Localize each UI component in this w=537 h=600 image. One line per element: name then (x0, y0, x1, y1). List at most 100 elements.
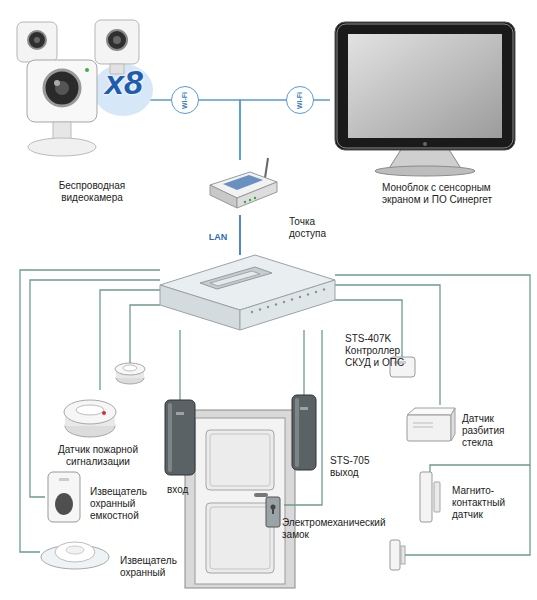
connector-wire (240, 100, 330, 160)
device-part (64, 400, 116, 424)
device-part (113, 36, 121, 44)
device-part (240, 280, 335, 330)
device-part (66, 546, 84, 554)
connector-wire (239, 215, 241, 255)
device-part (315, 291, 317, 293)
device-part (275, 303, 277, 305)
device-part (53, 122, 71, 140)
controller-box: STS-407K Контроллер СКУД и ОПС (160, 255, 335, 330)
device-part (299, 296, 301, 298)
wifi-label: Wi-Fi (296, 91, 303, 108)
device-part (413, 423, 433, 424)
device-illustration (262, 495, 284, 530)
connector-wire (284, 330, 322, 505)
device-part (17, 22, 57, 62)
device-part (295, 398, 299, 467)
device-part (451, 408, 455, 441)
device-part (272, 508, 274, 514)
device-label: Датчик разбития стекла (462, 413, 522, 449)
device-part (54, 80, 60, 86)
device-part (102, 411, 106, 415)
device-part (307, 293, 309, 295)
device-part (423, 142, 427, 146)
device-part (160, 285, 240, 330)
device-part (434, 482, 440, 512)
wifi-badge: Wi-Fi (286, 86, 314, 114)
device-part (55, 81, 69, 95)
device-part (407, 415, 451, 441)
link-label-box: LAN (206, 230, 230, 244)
device-part (375, 166, 475, 176)
device-part (85, 68, 89, 72)
device-illustration (405, 405, 455, 443)
device-part (420, 472, 432, 522)
wifi-label: Wi-Fi (181, 91, 188, 108)
device-label: вход (167, 484, 207, 496)
entry-reader: вход (163, 400, 197, 475)
device-part (291, 298, 293, 300)
device-part (300, 407, 308, 410)
device-part (249, 199, 251, 201)
device-label: Магнито-контактный датчик (452, 485, 516, 521)
device-part (335, 22, 515, 150)
device-part (337, 24, 513, 148)
device-part (265, 158, 268, 178)
electromechanical-lock: Электромеханический замок (262, 495, 284, 530)
quantity-badge: x8 (91, 64, 157, 100)
exit-reader: STS-705 выход (290, 395, 318, 470)
door-illustration (185, 410, 295, 588)
device-part (34, 37, 40, 43)
device-label: Беспроводная видеокамера (37, 180, 147, 204)
device-illustration (290, 395, 318, 470)
device-illustration (45, 470, 83, 525)
device-part (348, 34, 502, 138)
device-part (165, 400, 195, 475)
device-part (267, 306, 269, 308)
device-label: STS-407K Контроллер СКУД и ОПС (345, 333, 409, 369)
wireless-camera: x8Беспроводная видеокамера (15, 20, 150, 170)
touch-monoblock: Моноблок с сенсорным экраном и ПО Синерг… (330, 20, 520, 180)
device-part (210, 185, 237, 208)
device-illustration (62, 390, 118, 440)
device-part (323, 288, 325, 290)
device-part (28, 31, 46, 49)
device-label: Моноблок с сенсорным экраном и ПО Синерг… (382, 182, 500, 206)
connector-wire (20, 270, 160, 552)
connector-wire (303, 330, 304, 395)
device-part (28, 138, 96, 156)
device-illustration (40, 535, 110, 570)
capacitive-detector: Извещатель охранный емкостной (45, 470, 83, 525)
wire (405, 465, 530, 555)
device-part (292, 395, 316, 470)
device-part (168, 403, 172, 472)
device-part (200, 267, 272, 289)
decor-wires (130, 300, 530, 555)
connector-wire (335, 285, 440, 405)
device-illustration (163, 400, 197, 475)
device-label: Датчик пожарной сигнализации (48, 444, 148, 468)
wifi-badge: Wi-Fi (171, 86, 199, 114)
device-part (259, 308, 261, 310)
device-part (48, 472, 80, 522)
device-part (254, 197, 256, 199)
device-illustration (205, 160, 280, 215)
glass-break-sensor: Датчик разбития стекла (405, 405, 455, 443)
device-label: Точка доступа (289, 216, 341, 240)
device-part (413, 427, 433, 428)
wire (130, 305, 160, 363)
device-part (27, 60, 97, 122)
device-part (44, 70, 80, 106)
device-part (176, 412, 184, 415)
device-part (55, 542, 95, 562)
device-illustration (330, 20, 520, 180)
device-illustration (418, 472, 442, 522)
device-part (210, 271, 260, 286)
access-point: Точка доступа (205, 160, 280, 215)
device-illustration (160, 255, 335, 330)
magnetic-sensor-small (390, 540, 405, 570)
magnetic-contact-sensor: Магнито-контактный датчик (418, 472, 442, 522)
connector-wire (179, 330, 180, 400)
device-part (266, 497, 280, 527)
device-part (55, 493, 73, 515)
